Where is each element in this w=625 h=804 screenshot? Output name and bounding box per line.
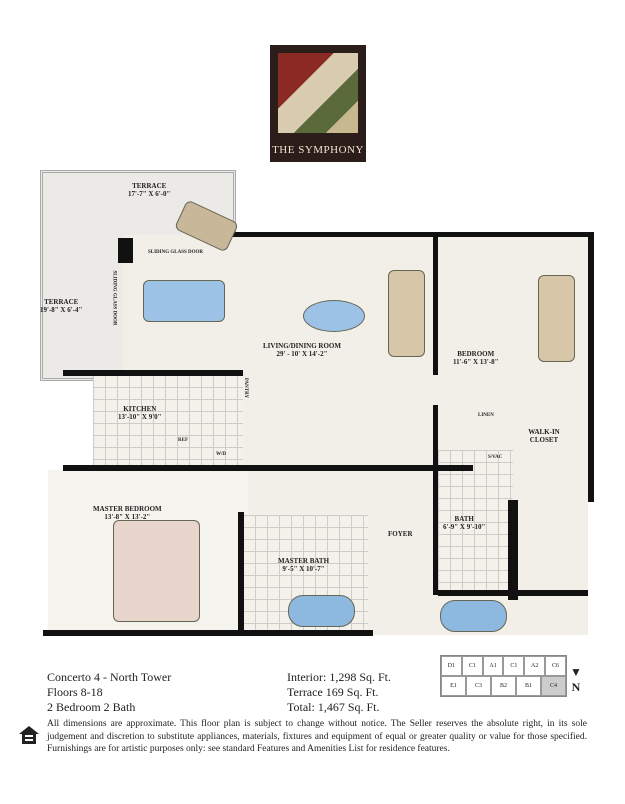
key-unit-highlighted: C4	[541, 676, 566, 696]
key-unit: C1	[461, 656, 483, 676]
pantry-label: PANTRY	[243, 377, 249, 399]
master-bathtub	[288, 595, 355, 627]
wall	[63, 465, 473, 471]
coffee-table	[303, 300, 365, 332]
svac-label: S/VAC	[488, 455, 503, 460]
ref-label: REF	[178, 438, 188, 443]
bathtub	[440, 600, 507, 632]
logo-text: THE SYMPHONY	[272, 144, 364, 156]
wall	[588, 232, 594, 502]
wall	[43, 630, 373, 636]
sliding-door-label: SLIDING GLASS DOOR	[148, 250, 204, 255]
floors: Floors 8-18	[47, 685, 103, 699]
north-arrow-icon: ▼	[570, 665, 582, 679]
wall	[438, 590, 588, 596]
wall	[508, 500, 518, 600]
key-unit: C6	[545, 656, 566, 676]
north-indicator: ▼ N	[570, 665, 582, 695]
logo-artwork	[278, 53, 358, 133]
walk-in-closet-label: WALK-IN CLOSET	[528, 428, 560, 445]
sofa	[388, 270, 425, 357]
model-name: Concerto 4 - North Tower	[47, 670, 172, 684]
interior-area: Interior: 1,298 Sq. Ft.	[287, 670, 391, 684]
key-unit: E1	[441, 676, 466, 696]
wall	[63, 370, 243, 376]
wd-label: W/D	[216, 452, 226, 457]
unit-info: Concerto 4 - North Tower Floors 8-18 2 B…	[47, 670, 171, 715]
disclaimer: All dimensions are approximate. This flo…	[47, 719, 587, 754]
wall	[238, 512, 244, 632]
equal-housing-icon	[18, 724, 40, 746]
wall	[233, 232, 588, 237]
key-unit: B2	[491, 676, 516, 696]
bath-floor	[438, 450, 513, 590]
sliding-door-side-label: SLIDING GLASS DOOR	[111, 270, 117, 326]
key-unit: B1	[516, 676, 541, 696]
key-unit: D1	[441, 656, 462, 676]
terrace-area: Terrace 169 Sq. Ft.	[287, 685, 379, 699]
key-unit: A1	[482, 656, 504, 676]
bedroom-bed	[538, 275, 575, 362]
total-area: Total: 1,467 Sq. Ft.	[287, 700, 380, 714]
north-label: N	[571, 680, 581, 694]
key-plan: D1 C1 A1 C1 A2 C6 E1 C3 B2 B1 C4	[440, 655, 567, 697]
wall	[118, 238, 133, 263]
kitchen-floor	[93, 375, 243, 470]
unit-type: 2 Bedroom 2 Bath	[47, 700, 136, 714]
key-unit: C3	[466, 676, 491, 696]
key-unit: C1	[503, 656, 525, 676]
master-bed	[113, 520, 200, 622]
key-unit: A2	[524, 656, 546, 676]
linen-label: LINEN	[478, 413, 494, 418]
the-symphony-logo: THE SYMPHONY	[270, 45, 366, 162]
foyer-label: FOYER	[388, 530, 413, 538]
dining-table	[143, 280, 225, 322]
area-info: Interior: 1,298 Sq. Ft. Terrace 169 Sq. …	[287, 670, 391, 715]
wall	[433, 405, 438, 595]
wall	[433, 235, 438, 375]
